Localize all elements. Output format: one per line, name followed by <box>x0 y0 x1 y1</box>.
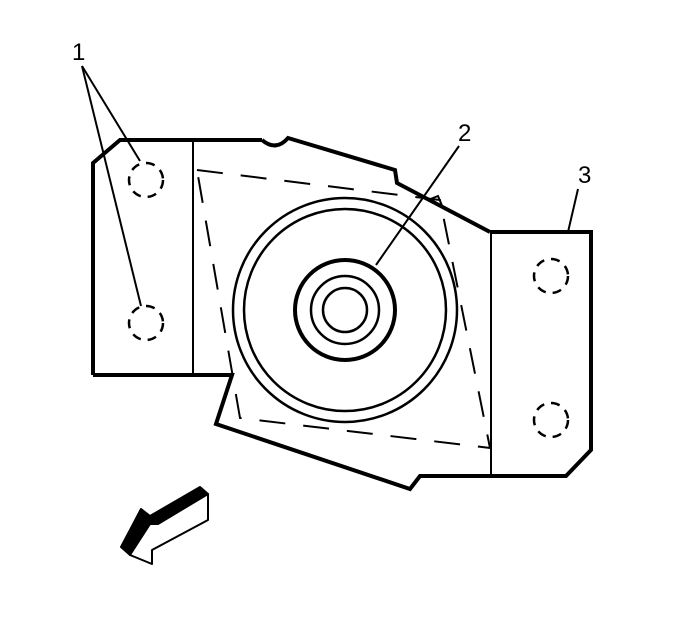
direction-arrow-icon <box>120 486 209 565</box>
isolator <box>231 196 459 424</box>
right-bracket-plate <box>490 230 593 478</box>
mounting-holes <box>127 161 570 439</box>
hidden-base-outline <box>195 168 492 450</box>
hole-right-upper <box>532 257 570 295</box>
hole-right-lower <box>532 401 570 439</box>
hole-left-lower <box>127 304 165 342</box>
hole-left-upper <box>127 161 165 199</box>
callout-1: 1 <box>72 39 85 66</box>
left-bracket-plate <box>91 135 491 492</box>
leader-lines <box>81 65 579 307</box>
callout-3: 3 <box>578 162 591 189</box>
callout-2: 2 <box>458 120 471 147</box>
